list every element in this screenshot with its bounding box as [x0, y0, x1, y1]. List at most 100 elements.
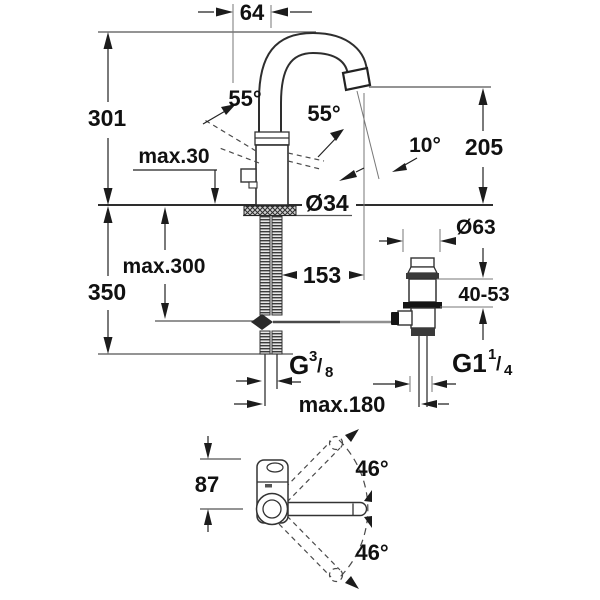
- dimension-height-above-deck: 301: [88, 32, 127, 205]
- g114-arrow-left: [395, 380, 410, 388]
- waste-thread-sup: 1: [488, 346, 496, 363]
- dim-label-301: 301: [88, 105, 127, 131]
- waste-neck: [406, 266, 439, 274]
- swivel-arrow-down-small: [364, 516, 372, 528]
- dim87-extension-lines: [200, 458, 243, 510]
- angle-label-46-up: 46°: [355, 456, 388, 481]
- waste-thread-base: G1: [452, 348, 487, 378]
- handle-boss-outer: [255, 492, 289, 526]
- dim4053-extension-lines: [437, 278, 493, 308]
- g38-tails: [236, 380, 301, 383]
- spout-outlet-plan: [266, 462, 284, 473]
- angle-label-55-right: 55°: [307, 101, 340, 126]
- angle-handle-left: 55°: [202, 86, 262, 125]
- angle55r-arrow: [330, 129, 344, 141]
- angle-label-55-left: 55°: [228, 86, 261, 111]
- g38-arrow-left: [247, 377, 262, 385]
- handle-dashed-position-right: [287, 152, 325, 170]
- angle55r-arrow2: [339, 170, 357, 181]
- waste-gasket: [403, 302, 442, 309]
- angle-label-46-down: 46°: [355, 540, 388, 565]
- dim153-arrow-right: [349, 271, 364, 279]
- hose-nipple-right: [271, 330, 283, 355]
- dim-label-o63: Ø63: [456, 216, 496, 239]
- dim-label-max180: max.180: [299, 392, 386, 417]
- dim-label-205: 205: [465, 134, 504, 160]
- lever-dashed-cap-up: [328, 435, 344, 451]
- dimmax30-arrow: [211, 188, 219, 204]
- waste-body-lower: [410, 307, 436, 329]
- dim-label-4053: 40-53: [458, 284, 509, 306]
- angle-label-10: 10°: [409, 134, 441, 157]
- water-stream-line: [356, 90, 380, 180]
- dimension-base-width: 87: [195, 436, 243, 532]
- lever-top: [282, 501, 368, 517]
- dim-label-350: 350: [88, 279, 126, 305]
- dim205-arrow-top: [478, 88, 488, 105]
- angle55l-arrow: [221, 104, 236, 115]
- dimension-supply-thread: G 3 / 8: [236, 348, 333, 385]
- supply-thread-sub: 8: [325, 364, 333, 381]
- dimension-outlet-height: 205: [465, 88, 504, 204]
- angle-outlet: 10°: [392, 134, 441, 172]
- dimension-hose-depth: max.300: [123, 207, 206, 319]
- supply-thread-sup: 3: [309, 348, 317, 365]
- swivel-arrow-up: [345, 429, 359, 442]
- angle55r-leader: [317, 136, 338, 158]
- dim-label-64: 64: [240, 0, 265, 25]
- lever-handle-side: [240, 168, 257, 183]
- dimmax30-leader: [133, 169, 217, 188]
- angle55l-leader: [202, 109, 228, 125]
- handle-dashed-position-left: [202, 118, 260, 164]
- mounting-flange: [243, 205, 297, 216]
- dimension-spout-reach: 153: [282, 262, 364, 288]
- waste-band: [411, 328, 435, 336]
- dim301-arrow-top: [103, 32, 113, 49]
- angle55r-tail2: [355, 167, 365, 173]
- dim63-arrow-right: [440, 237, 456, 245]
- dimension-max-deck-thickness: max.30: [133, 145, 219, 204]
- dim-label-max300: max.300: [123, 255, 206, 278]
- dimmax300-arrow-top: [161, 207, 169, 224]
- dimmax180-arrow-left: [247, 400, 263, 408]
- dim87-arrow-top: [204, 443, 212, 459]
- dimension-below-deck-total: 350: [88, 206, 126, 354]
- supply-hose-left: [259, 215, 271, 316]
- dimension-spout-offset: 64: [198, 0, 312, 83]
- waste-plug-cap: [410, 257, 435, 268]
- waste-tailpipe: [418, 336, 428, 407]
- faucet-body: [255, 144, 289, 206]
- g114-extension-lines: [409, 376, 433, 392]
- supply-hose-right: [271, 215, 283, 316]
- dim-label-max30: max.30: [138, 145, 209, 168]
- swivel-arrow-up-small: [364, 490, 372, 502]
- dim205-arrow-bottom: [478, 187, 488, 204]
- hose-tails: [264, 354, 278, 406]
- supply-thread-base: G: [289, 350, 309, 380]
- angle-handle-right: 55°: [307, 101, 365, 181]
- waste-thread-sub: 4: [504, 362, 513, 379]
- pop-up-waste: [391, 257, 442, 407]
- dim350-arrow-bottom: [103, 337, 113, 354]
- dim4053-arrow-down: [479, 262, 487, 278]
- angle10-arrow: [392, 163, 407, 172]
- dim-label-o34: Ø34: [305, 190, 349, 216]
- hose-nipple-left: [259, 330, 271, 355]
- dim350-arrow-top: [103, 206, 113, 223]
- lever-dashed-cap-down: [328, 567, 344, 583]
- dim64-extension-lines: [232, 4, 272, 83]
- handle-boss-inner: [262, 499, 282, 519]
- dim153-arrow-left: [282, 271, 297, 279]
- dimension-rod-reach: max.180: [234, 392, 449, 417]
- dim301-arrow-bottom: [103, 188, 113, 205]
- dim63-extension-lines: [402, 229, 441, 252]
- waste-thread-slash: /: [496, 354, 502, 375]
- base-plan-mark: [265, 484, 272, 488]
- dimmax180-arrow-right: [421, 400, 437, 408]
- swivel-arrow-down: [345, 576, 359, 589]
- g114-arrow-right: [432, 380, 447, 388]
- dim63-arrow-left: [387, 237, 403, 245]
- supply-thread-slash: /: [317, 356, 323, 377]
- dim64-arrow-left: [216, 7, 233, 17]
